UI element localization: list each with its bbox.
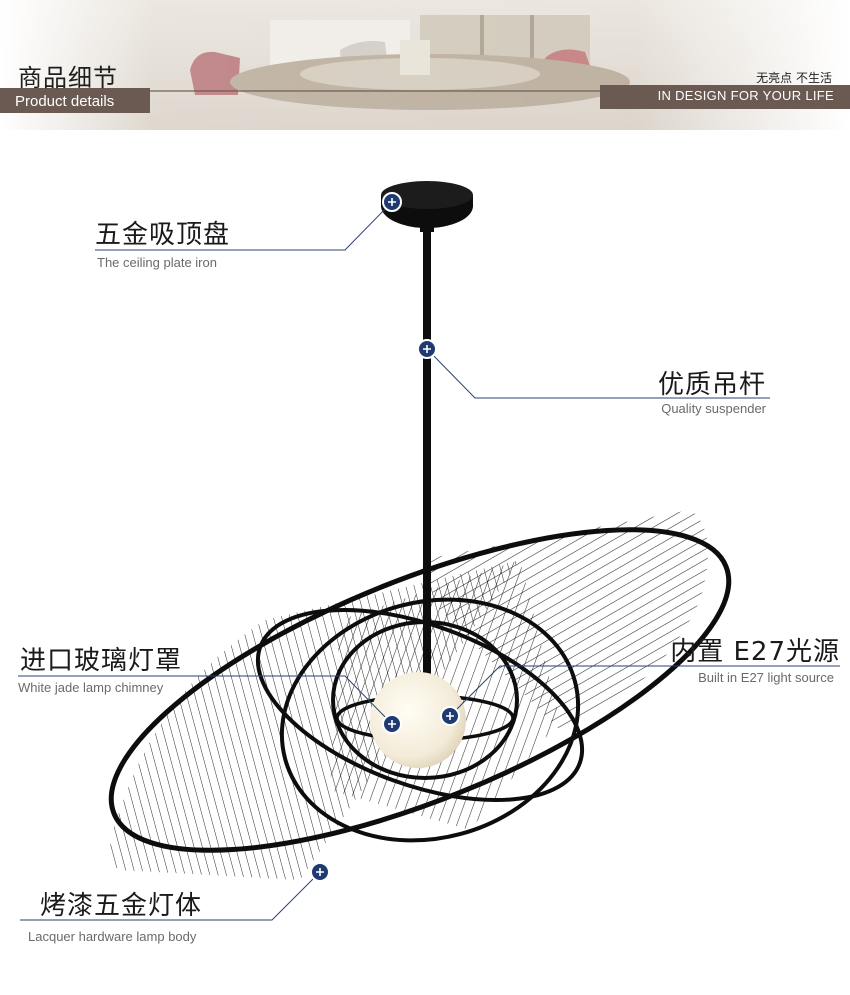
callout-chimney-en: White jade lamp chimney xyxy=(18,680,164,695)
callout-light-source-cn: 内置 E27光源 xyxy=(670,637,840,667)
callout-lines xyxy=(18,201,840,921)
callout-lamp-body-en: Lacquer hardware lamp body xyxy=(28,929,197,944)
plus-marker-icon[interactable] xyxy=(417,339,437,359)
plus-marker-icon[interactable] xyxy=(310,862,330,882)
banner-title-en: Product details xyxy=(15,93,115,110)
callout-light-source-en: Built in E27 light source xyxy=(698,670,834,685)
callout-ceiling-plate-cn: 五金吸顶盘 xyxy=(95,220,231,250)
ceiling-plate xyxy=(381,181,473,232)
header-banner: 商品细节 Product details 无亮点 不生活 IN DESIGN F… xyxy=(0,0,850,130)
suspension-rod xyxy=(423,230,431,675)
callout-suspender-cn: 优质吊杆 xyxy=(657,370,766,400)
callout-chimney-cn: 进口玻璃灯罩 xyxy=(20,646,183,676)
plus-marker-icon[interactable] xyxy=(440,706,460,726)
glass-bulb xyxy=(370,672,466,768)
plus-marker-icon[interactable] xyxy=(382,714,402,734)
banner-title-cn: 商品细节 xyxy=(18,64,118,92)
banner-slogan-en: IN DESIGN FOR YOUR LIFE xyxy=(657,88,834,103)
callout-suspender-en: Quality suspender xyxy=(661,401,766,416)
banner-photo xyxy=(0,0,850,130)
plus-marker-icon[interactable] xyxy=(382,192,402,212)
callout-ceiling-plate-en: The ceiling plate iron xyxy=(97,255,217,270)
banner-slogan-cn: 无亮点 不生活 xyxy=(756,71,832,85)
callout-lamp-body-cn: 烤漆五金灯体 xyxy=(40,891,203,921)
